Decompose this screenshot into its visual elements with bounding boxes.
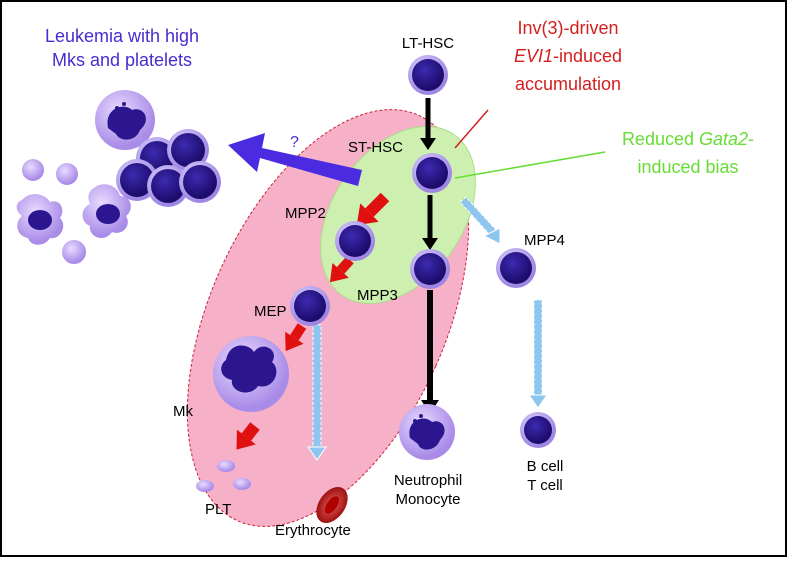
label-t-cell: T cell	[527, 477, 563, 494]
cell-mpp2	[335, 221, 375, 261]
leukemia-platelets	[22, 159, 86, 264]
red-arrow-mep-mk	[285, 323, 307, 352]
dashed-arrows	[307, 196, 548, 461]
megakaryocyte	[213, 336, 289, 412]
dashed-arrow-sthsc-mpp4	[459, 196, 501, 245]
platelets	[196, 460, 251, 492]
cell-lt-hsc	[408, 55, 448, 95]
leukemia-heading: Leukemia with high Mks and platelets	[45, 26, 199, 70]
label-mep: MEP	[254, 303, 287, 320]
inv3-line-3: accumulation	[515, 74, 621, 94]
leukemia-blasts	[116, 129, 221, 207]
label-mk: Mk	[173, 403, 193, 420]
inv3-pointer-line	[454, 109, 489, 149]
label-neutrophil: Neutrophil	[394, 472, 462, 489]
inv3-induced: -induced	[553, 46, 622, 66]
dashed-arrow-mep-erythrocyte	[307, 324, 327, 461]
red-arrow-mpp2-mep	[329, 256, 354, 283]
cell-b-t	[520, 412, 556, 448]
inv3-line-2: EVI1-induced	[514, 46, 622, 66]
label-b-cell: B cell	[527, 458, 564, 475]
inv3-annotation: Inv(3)-driven EVI1-induced accumulation	[514, 18, 622, 94]
label-mpp2: MPP2	[285, 205, 326, 222]
inv3-evi1: EVI1	[514, 46, 553, 66]
label-monocyte: Monocyte	[395, 491, 460, 508]
gata2-line-2: induced bias	[637, 157, 738, 177]
leukemia-megakaryocytes	[16, 184, 131, 245]
gata2-line-1: Reduced Gata2-	[622, 129, 754, 149]
blue-arrow-to-leukemia	[228, 133, 362, 186]
black-arrows	[420, 98, 439, 414]
red-arrows	[236, 192, 390, 450]
text-labels: LT-HSC ST-HSC MPP2 MPP3 MPP4 MEP Mk PLT …	[173, 35, 565, 539]
dashed-arrow-mpp4-bcell	[528, 299, 548, 409]
label-mpp4: MPP4	[524, 232, 565, 249]
label-lt-hsc: LT-HSC	[402, 35, 454, 52]
leukemia-line-2: Mks and platelets	[52, 50, 192, 70]
label-erythrocyte: Erythrocyte	[275, 522, 351, 539]
erythrocyte-cell	[316, 486, 348, 524]
leukemia-cluster	[16, 90, 221, 264]
gata2-reduced: Reduced	[622, 129, 699, 149]
inv3-line-1: Inv(3)-driven	[517, 18, 618, 38]
leukemia-neutrophil	[95, 90, 155, 150]
leukemia-line-1: Leukemia with high	[45, 26, 199, 46]
neutrophil-cell	[399, 404, 455, 460]
label-mpp3: MPP3	[357, 287, 398, 304]
label-plt: PLT	[205, 501, 231, 518]
gata2-annotation: Reduced Gata2- induced bias	[622, 129, 754, 177]
gata2-hyphen: -	[748, 129, 754, 149]
cell-mpp3	[410, 249, 450, 289]
gata2-gene: Gata2	[699, 129, 748, 149]
red-arrow-sthsc-mpp2	[356, 192, 390, 226]
gata2-pointer-line	[454, 151, 606, 179]
cell-mep	[290, 286, 330, 326]
label-st-hsc: ST-HSC	[348, 139, 403, 156]
red-arrow-mk-plt	[236, 422, 260, 450]
cell-mpp4	[496, 248, 536, 288]
cell-st-hsc	[412, 153, 452, 193]
question-mark: ?	[290, 134, 299, 151]
